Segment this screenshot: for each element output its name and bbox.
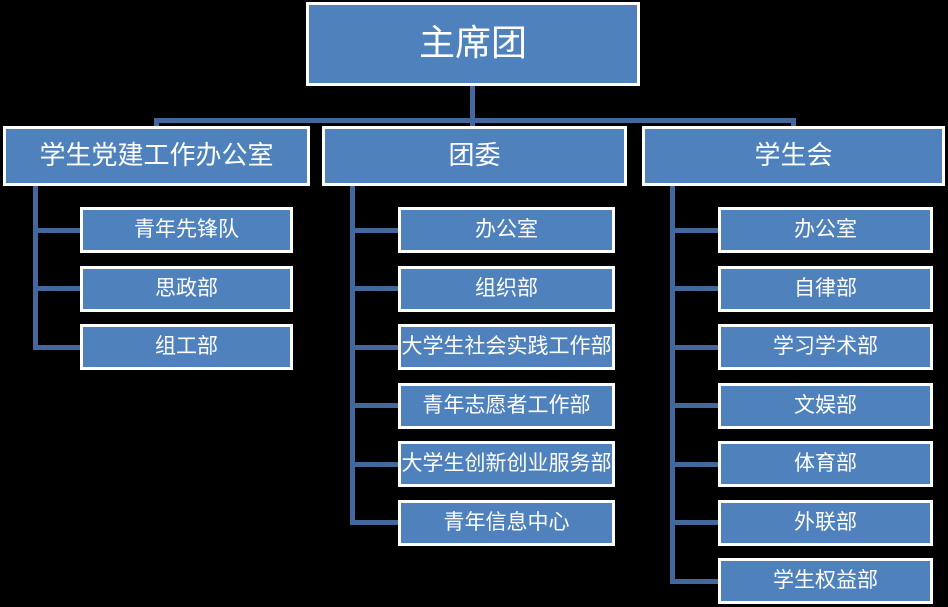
connector-child-0-2 (33, 345, 80, 350)
org-node-child-1-4: 大学生创新创业服务部 (398, 441, 615, 487)
connector-child-1-1 (350, 286, 398, 291)
connector-child-0-1 (33, 286, 80, 291)
org-node-branch-league-committee: 团委 (322, 126, 627, 186)
org-node-child-2-6: 学生权益部 (718, 558, 933, 604)
connector-branch-1-stub (470, 118, 475, 130)
org-node-child-0-2: 组工部 (80, 324, 293, 370)
connector-branch-0-stub (154, 118, 159, 130)
connector-child-1-0 (350, 228, 398, 233)
org-node-root: 主席团 (306, 2, 640, 86)
connector-branch-2-stub (791, 118, 796, 130)
connector-root-stem (470, 86, 475, 120)
org-node-child-0-1: 思政部 (80, 266, 293, 312)
org-node-branch-student-union: 学生会 (642, 126, 945, 186)
connector-child-0-0 (33, 228, 80, 233)
connector-child-1-4 (350, 462, 398, 467)
org-node-child-2-2: 学习学术部 (718, 324, 933, 370)
connector-child-2-5 (670, 520, 718, 525)
connector-child-1-5 (350, 520, 398, 525)
org-node-child-2-4: 体育部 (718, 441, 933, 487)
connector-child-2-2 (670, 345, 718, 350)
connector-branch-0-descender (33, 184, 38, 350)
org-node-child-1-5: 青年信息中心 (398, 500, 615, 546)
connector-child-2-0 (670, 228, 718, 233)
connector-branch-1-descender (350, 184, 355, 525)
org-node-child-2-5: 外联部 (718, 500, 933, 546)
org-node-child-2-3: 文娱部 (718, 383, 933, 429)
org-node-child-0-0: 青年先锋队 (80, 207, 293, 253)
org-node-child-1-1: 组织部 (398, 266, 615, 312)
connector-level1-rail (154, 118, 796, 123)
org-node-child-2-0: 办公室 (718, 207, 933, 253)
connector-child-2-3 (670, 403, 718, 408)
connector-branch-2-descender (670, 184, 675, 584)
org-node-child-1-3: 青年志愿者工作部 (398, 383, 615, 429)
org-node-child-2-1: 自律部 (718, 266, 933, 312)
connector-child-2-4 (670, 462, 718, 467)
org-node-child-1-2: 大学生社会实践工作部 (398, 324, 615, 370)
connector-child-1-2 (350, 345, 398, 350)
connector-child-2-1 (670, 286, 718, 291)
connector-child-1-3 (350, 403, 398, 408)
org-node-branch-party-office: 学生党建工作办公室 (3, 126, 310, 186)
connector-child-2-6 (670, 579, 718, 584)
org-node-child-1-0: 办公室 (398, 207, 615, 253)
